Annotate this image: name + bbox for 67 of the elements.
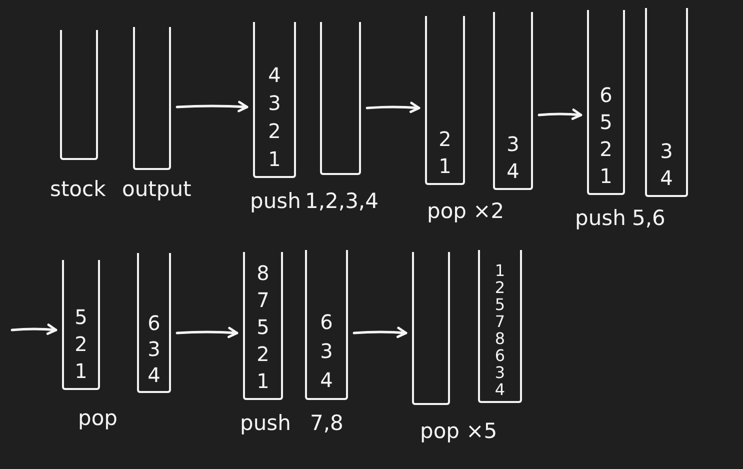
stack-value: 3 — [660, 138, 673, 165]
arrow — [176, 326, 238, 338]
caption-label: push — [240, 410, 291, 436]
stack-value: 6 — [494, 347, 506, 364]
caption-label: push — [250, 188, 301, 214]
stack-value: 5 — [600, 109, 612, 136]
caption-label: stock — [50, 176, 106, 202]
stack-value: 5 — [74, 304, 88, 331]
stack-value: 4 — [148, 362, 160, 388]
stack-value: 4 — [660, 165, 673, 192]
stack-container — [137, 253, 171, 393]
stack-value: 1 — [268, 146, 281, 173]
arrow — [10, 324, 58, 336]
stack-container — [253, 22, 296, 178]
stack-container — [587, 10, 625, 195]
stack-container — [305, 250, 348, 400]
stack-value: 8 — [256, 260, 270, 287]
stack-container — [425, 16, 465, 185]
stack-value: 3 — [148, 336, 160, 362]
stack-value: 3 — [494, 364, 506, 381]
stack-value: 6 — [320, 309, 333, 336]
stack-container — [478, 250, 522, 403]
stack-value: 5 — [256, 314, 270, 341]
stack-value: 1 — [494, 262, 506, 279]
stack-value: 6 — [148, 310, 160, 336]
stack-value: 4 — [320, 367, 333, 394]
stack-value: 4 — [506, 158, 520, 185]
stack-value: 7 — [256, 287, 270, 314]
stack-container — [493, 12, 533, 190]
arrow — [538, 108, 582, 120]
stack-value: 4 — [494, 381, 506, 398]
stack-value: 1 — [74, 358, 88, 385]
arrow — [366, 102, 420, 114]
stack-value: 3 — [268, 90, 281, 117]
arrow — [176, 100, 248, 112]
stack-value: 2 — [256, 341, 270, 368]
stack-value: 6 — [600, 82, 612, 109]
stack-container — [645, 8, 688, 197]
stack-value: 2 — [600, 136, 612, 163]
stack-value: 1 — [600, 163, 612, 190]
caption-label: output — [122, 176, 192, 202]
stack-value: 3 — [506, 131, 520, 158]
caption-label: 7,8 — [310, 410, 344, 436]
caption-label: pop ×5 — [420, 418, 498, 444]
caption-label: 1,2,3,4 — [305, 188, 378, 214]
stack-value: 2 — [494, 279, 506, 296]
stack-value: 8 — [494, 330, 506, 347]
stack-container — [243, 252, 283, 400]
stack-value: 4 — [268, 62, 281, 89]
arrow — [352, 326, 408, 338]
stack-container — [412, 252, 450, 405]
stack-container — [133, 27, 171, 170]
stack-container — [62, 260, 100, 390]
stack-value: 5 — [494, 296, 506, 313]
stack-value: 1 — [438, 153, 452, 180]
stack-container — [60, 30, 98, 160]
stack-container — [320, 22, 361, 175]
caption-label: 5,6 — [632, 205, 666, 231]
stack-value: 2 — [438, 126, 452, 153]
caption-label: pop ×2 — [427, 198, 504, 224]
stack-value: 2 — [268, 118, 281, 145]
stack-value: 1 — [256, 368, 270, 395]
stack-value: 3 — [320, 338, 333, 365]
caption-label: push — [575, 205, 626, 231]
caption-label: pop — [78, 405, 118, 431]
stack-value: 2 — [74, 331, 88, 358]
stack-value: 7 — [494, 313, 506, 330]
